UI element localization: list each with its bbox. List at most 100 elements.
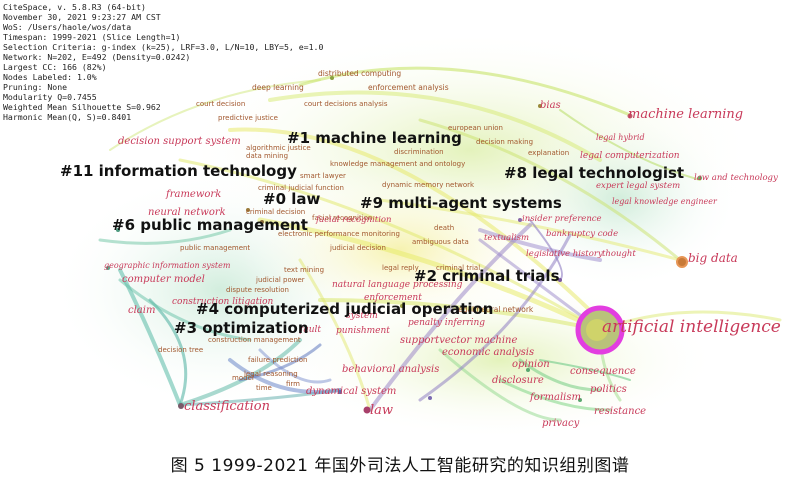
keyword-label: legal knowledge engineer [612,197,718,206]
link [298,258,372,412]
keyword-label: enforcement analysis [368,83,449,92]
info-line: Network: N=202, E=492 (Density=0.0242) [3,52,190,62]
keyword-label: bias [540,100,561,111]
keyword-label: distributed computing [318,69,401,78]
info-line: November 30, 2021 9:23:27 AM CST [3,12,161,22]
keyword-label: predictive justice [218,114,278,122]
node [116,228,120,232]
node [330,76,334,80]
link [178,158,602,332]
keyword-label: dynamical system [306,386,396,397]
nodes [106,76,702,414]
link [148,298,188,407]
keyword-label: model [232,374,254,382]
info-line: Harmonic Mean(Q, S)=0.8401 [3,112,131,122]
node-artificial-intelligence-core [586,319,608,341]
keyword-label: construction litigation [172,297,273,307]
node [578,398,582,402]
keyword-label: facial recognition [315,215,392,225]
keyword-label: claim [128,305,155,316]
keyword-label: law and technology [694,173,778,183]
figure-caption: 图 5 1999-2021 年国外司法人工智能研究的知识组别图谱 [170,456,630,476]
link [98,228,232,245]
info-panel: CiteSpace, v. 5.8.R3 (64-bit) November 3… [3,2,323,122]
keyword-label: explanation [528,149,569,157]
keyword-label: public management [180,244,250,252]
keyword-law[interactable]: law [370,403,393,418]
keyword-label: judicial decision [329,244,386,252]
node [538,104,542,108]
keyword-label: privacy [542,418,580,429]
major-keyword-labels: artificial intelligence machine learning… [184,107,781,418]
links [98,66,782,422]
keyword-label: formalism [529,392,581,403]
keyword-classification[interactable]: classification [184,399,270,414]
keyword-label: failure prediction [248,356,307,364]
keyword-label: supportvector machine [400,335,517,346]
info-line: Weighted Mean Silhouette S=0.962 [3,102,161,112]
link [318,298,602,332]
keyword-label: text mining [284,266,324,274]
keyword-label: legal reply [382,264,419,272]
keyword-label: decision making [476,138,533,146]
keyword-label: deep learning [252,83,304,92]
keyword-label: dispute resolution [226,286,289,294]
keyword-label: ambiguous data [412,238,469,246]
knowledge-map: CiteSpace, v. 5.8.R3 (64-bit) November 3… [3,2,782,440]
keyword-label: construction management [208,336,301,344]
cluster-label-4[interactable]: #4 computerized judicial operation [196,300,493,318]
keyword-label: death [434,224,454,232]
keyword-label: disclosure [492,375,544,386]
keyword-label: criminal trial [436,264,480,272]
keyword-label: politics [590,384,627,395]
link [257,217,603,333]
keyword-big-data[interactable]: big data [688,251,738,265]
node [698,176,702,180]
keyword-artificial-intelligence[interactable]: artificial intelligence [602,317,781,337]
node-big-data[interactable] [676,256,688,268]
info-line: Selection Criteria: g-index (k=25), LRF=… [3,42,323,52]
cluster-label-9[interactable]: #9 multi-agent systems [360,194,562,212]
keyword-label: judicial power [255,276,305,284]
node [106,266,110,270]
keyword-label: thought [602,249,636,259]
node-classification[interactable] [178,403,184,409]
keyword-label: enforcement [364,293,422,303]
keyword-label: expert legal system [596,181,680,191]
keyword-label: punishment [336,326,390,336]
keyword-label: legislative history [526,249,603,259]
keyword-label: algorithmic justice [246,144,311,152]
keyword-label: discrimination [394,148,444,156]
keyword-label: court decisions analysis [304,100,388,108]
info-line: Nodes Labeled: 1.0% [3,72,97,82]
keyword-label: court decision [196,100,245,108]
keyword-label: criminal judicial function [258,184,344,192]
keyword-label: penalty inferring [408,318,485,328]
node-machine-learning[interactable] [627,113,633,119]
cluster-label-6[interactable]: #6 public management [112,216,308,234]
link [368,223,532,412]
cluster-label-1[interactable]: #1 machine learning [287,129,462,147]
keyword-label: opinion [512,359,550,370]
keyword-label: system [346,311,378,321]
keyword-label: fault [299,325,321,335]
cluster-label-2[interactable]: #2 criminal trials [414,267,560,285]
cluster-label-3[interactable]: #3 optimization [174,319,309,337]
node-law[interactable] [363,406,371,414]
keyword-labels-medium: bias legal hybrid legal computerization … [104,100,778,429]
keyword-label: european union [448,124,503,132]
cluster-label-11[interactable]: #11 information technology [60,162,297,180]
link [418,118,682,262]
cluster-area-right [500,110,740,290]
node [428,396,432,400]
keyword-label: smart lawyer [300,172,346,180]
link [438,348,562,422]
cluster-labels: #1 machine learning #11 information tech… [60,129,684,337]
keyword-label: dynamic memory network [382,181,475,189]
link [518,358,602,392]
keyword-label: insider preference [522,214,602,224]
cluster-label-8[interactable]: #8 legal technologist [504,164,684,182]
cluster-label-0[interactable]: #0 law [263,190,320,208]
keyword-machine-learning[interactable]: machine learning [628,107,743,122]
keyword-label: facial recognition [312,214,372,222]
